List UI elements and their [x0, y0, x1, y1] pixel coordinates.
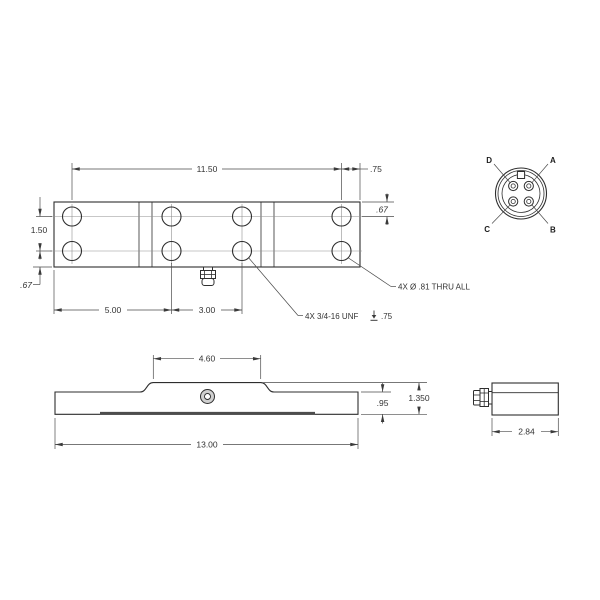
bolt-hole: [161, 206, 182, 227]
dim-text-edge-to-hole: .75: [370, 164, 382, 174]
dim-67-left: .67: [20, 243, 52, 290]
dim-text-top-edge-to-row: .67: [376, 205, 388, 215]
note-text-tapped-depth: .75: [381, 312, 393, 321]
connector-pinout-detail: D A C B: [484, 156, 556, 235]
pin-label-b: B: [550, 226, 556, 235]
bolt-hole: [61, 206, 83, 227]
dim-text-end-width: 2.84: [518, 427, 535, 437]
dim-4-60: 4.60: [152, 354, 262, 379]
front-profile: [54, 382, 359, 415]
dim-3-00: 3.00: [171, 263, 243, 315]
bolt-hole: [331, 206, 352, 227]
dim-1-350: 1.350: [263, 382, 430, 415]
dim-1-50: 1.50: [31, 197, 52, 260]
leader-pin-c: [491, 204, 511, 224]
dim-text-boss-width: 4.60: [199, 354, 216, 364]
pin-d-hole: [508, 180, 519, 192]
pin-c-center: [510, 198, 516, 204]
dim-11-50: 11.50: [71, 163, 342, 200]
pin-d-center: [510, 183, 516, 189]
dim-text-col-spacing-mid: 3.00: [199, 305, 216, 315]
bolt-hole: [61, 240, 83, 262]
leader-pin-a: [531, 163, 549, 184]
dim-text-overall-height: 1.350: [408, 393, 430, 403]
note-tapped-holes: 4X 3/4-16 UNF .75: [248, 257, 393, 321]
bolt-holes: [61, 206, 352, 262]
end-view: 2.84: [473, 382, 559, 437]
pin-label-c: C: [484, 225, 490, 234]
connector-middle-ring: [497, 170, 545, 217]
leader-pin-b: [531, 204, 549, 224]
pin-a-center: [526, 183, 532, 189]
connector-side-view: [473, 388, 493, 407]
end-profile: [491, 382, 559, 416]
dim-95: .95: [361, 383, 427, 424]
front-view: 4.60 13.00 .95 1.350: [54, 354, 430, 450]
leader-pin-d: [493, 163, 511, 184]
note-text-tapped-holes: 4X 3/4-16 UNF: [305, 312, 358, 321]
dim-67-right: .67: [362, 193, 394, 225]
connector-key-notch: [516, 171, 526, 179]
pin-a-hole: [523, 180, 534, 192]
pin-b-hole: [523, 196, 534, 207]
depth-symbol-icon: [370, 310, 378, 321]
dim-text-col-spacing-left: 5.00: [105, 305, 122, 315]
pin-label-a: A: [550, 156, 556, 165]
pin-c-hole: [508, 196, 519, 207]
bolt-hole: [231, 240, 253, 262]
dim-2-84: 2.84: [491, 418, 559, 437]
connector-face-center: [204, 393, 211, 400]
top-view: 11.50 .75 .67 1.50: [20, 163, 470, 321]
column-centerlines: [71, 204, 342, 264]
bolt-hole: [161, 240, 182, 262]
bolt-hole: [331, 240, 352, 262]
pin-b-center: [526, 198, 532, 204]
dim-text-outer-holes: 11.50: [197, 164, 218, 174]
dim-13-00: 13.00: [54, 418, 359, 450]
dim-text-body-height: .95: [377, 398, 389, 408]
dim-5-00: 5.00: [53, 263, 172, 315]
dim-text-row-to-bottom: .67: [20, 280, 32, 290]
note-text-thru-holes: 4X Ø .81 THRU ALL: [398, 283, 470, 292]
dim-75-edge: .75: [341, 163, 382, 200]
plate-outline: [53, 201, 361, 268]
note-thru-holes: 4X Ø .81 THRU ALL: [348, 257, 470, 292]
bolt-hole: [231, 206, 253, 227]
connector-outer-ring: [494, 167, 548, 220]
dim-text-row-spacing: 1.50: [31, 225, 48, 235]
connector-stub-top-view: [200, 266, 216, 286]
connector-pins: [508, 180, 534, 207]
dim-text-overall-length: 13.00: [196, 440, 218, 450]
pin-label-d: D: [486, 156, 492, 165]
